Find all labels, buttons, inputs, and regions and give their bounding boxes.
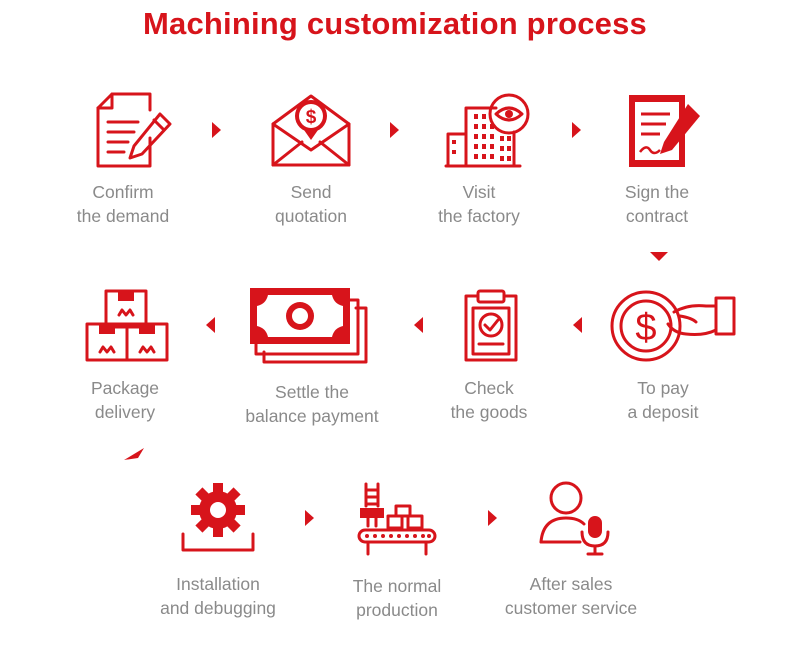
- gear-install-icon: [180, 480, 256, 554]
- clipboard-check-icon: [462, 288, 520, 362]
- arrow-left-icon: [206, 317, 216, 333]
- arrow-right-icon: [305, 510, 315, 526]
- page-title: Machining customization process: [142, 6, 647, 41]
- boxes-icon: [84, 288, 170, 362]
- arrow-right-icon: [390, 122, 400, 138]
- customer-service-icon: [538, 480, 610, 558]
- arrow-right-icon: [488, 510, 498, 526]
- conveyor-production-icon: [356, 480, 438, 556]
- document-pen-icon: [94, 92, 174, 170]
- envelope-dollar-icon: $: [270, 92, 352, 168]
- arrow-right-icon: [572, 122, 582, 138]
- hand-coin-icon: $: [608, 288, 738, 364]
- contract-sign-icon: [626, 92, 704, 170]
- arrow-left-icon: [573, 317, 583, 333]
- svg-text:$: $: [635, 307, 656, 349]
- arrow-right-icon: [212, 122, 222, 138]
- arrow-left-icon: [414, 317, 424, 333]
- banknotes-icon: [248, 286, 370, 366]
- arrow-down-icon: [650, 252, 668, 261]
- factory-eye-icon: [444, 92, 534, 170]
- svg-text:$: $: [306, 107, 317, 128]
- arrow-down-left-icon: [124, 448, 144, 460]
